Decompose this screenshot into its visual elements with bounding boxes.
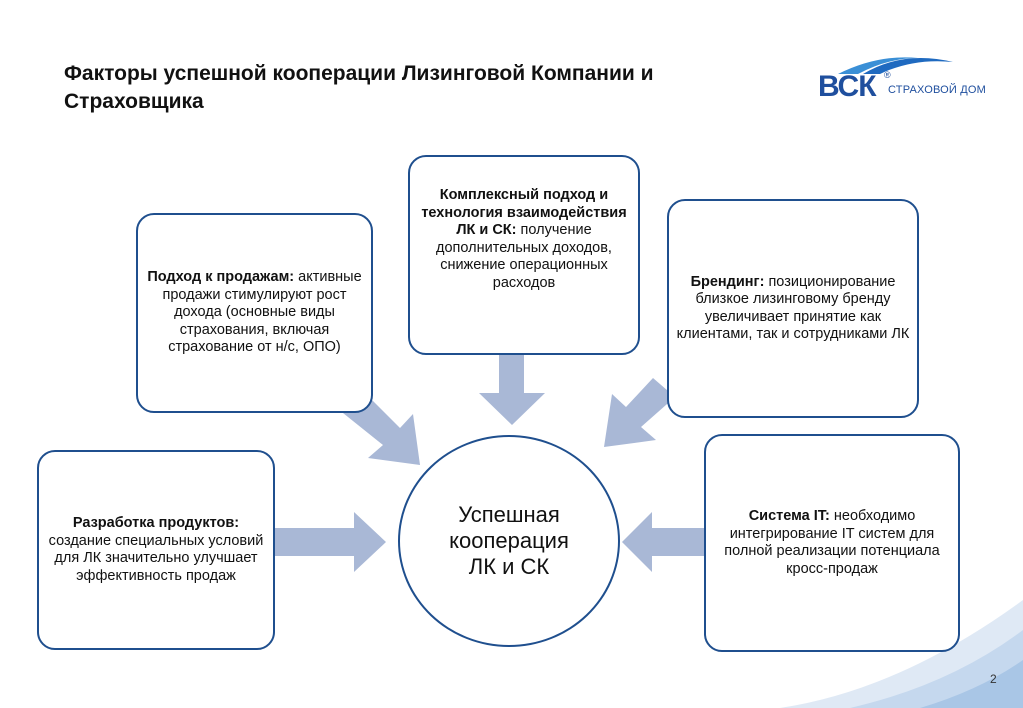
- box-complex-approach: Комплексный подход и технология взаимоде…: [408, 155, 640, 355]
- logo-registered-mark: ®: [884, 70, 891, 80]
- arrow-upper-right: [604, 378, 675, 447]
- box-products-body: создание специальных условий для ЛК знач…: [48, 532, 264, 584]
- arrow-right: [622, 512, 705, 572]
- box-it-body: необходимо интегрирование IT систем для …: [724, 508, 940, 577]
- page-number: 2: [990, 672, 997, 686]
- box-it-system: Система IT: необходимо интегрирование IT…: [704, 434, 960, 652]
- box-tech-head: Комплексный подход и технология взаимоде…: [421, 187, 627, 238]
- logo-main-text: ВСК: [818, 70, 876, 103]
- box-product-development: Разработка продуктов: создание специальн…: [37, 450, 275, 650]
- box-it-head: Система IT:: [748, 508, 830, 524]
- arrow-top: [479, 355, 545, 425]
- arrow-left: [274, 512, 386, 572]
- box-brand-body: позиционирование близкое лизинговому бре…: [676, 273, 910, 343]
- box-branding: Брендинг: позиционирование близкое лизин…: [667, 199, 919, 418]
- center-circle: Успешная кооперация ЛК и СК: [398, 435, 620, 647]
- box-brand-head: Брендинг:: [690, 273, 765, 290]
- logo-subtitle: СТРАХОВОЙ ДОМ: [888, 84, 987, 96]
- box-products-head: Разработка продуктов:: [72, 515, 240, 531]
- box-sales-head: Подход к продажам:: [147, 269, 295, 286]
- vsk-logo: ВСК ® СТРАХОВОЙ ДОМ: [818, 52, 998, 104]
- logo-swoosh-icon: [838, 57, 953, 74]
- center-label: Успешная кооперация ЛК и СК: [449, 502, 569, 579]
- page-title: Факторы успешной кооперации Лизинговой К…: [64, 62, 654, 113]
- box-sales-body: активные продажи стимулируют рост дохода…: [162, 269, 362, 356]
- box-sales-approach: Подход к продажам: активные продажи стим…: [136, 213, 373, 413]
- box-tech-body: получение дополнительных доходов, снижен…: [436, 222, 612, 291]
